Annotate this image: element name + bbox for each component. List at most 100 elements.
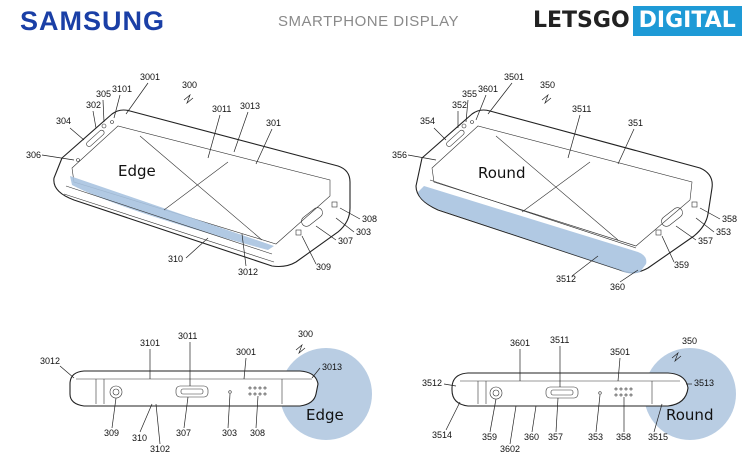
round-speaker-holes xyxy=(614,387,633,397)
edge-phone-figure: Edge 300 3001 3101 305 302 304 306 3011 … xyxy=(26,72,377,277)
round-microphone xyxy=(598,391,602,395)
ref-305: 305 xyxy=(96,89,111,99)
ref-3515-side: 3515 xyxy=(648,432,668,442)
ref-310-side: 310 xyxy=(132,433,147,443)
logo-part-digital: DIGITAL xyxy=(632,6,742,36)
home-button xyxy=(301,207,323,227)
ref-3011-side: 3011 xyxy=(178,331,197,341)
ref-3601-side: 3601 xyxy=(510,338,530,348)
letsgodigital-logo: LETSGO DIGITAL xyxy=(533,6,742,36)
round-highlight-strip xyxy=(418,186,647,274)
ref-353-side: 353 xyxy=(588,432,603,442)
ref-308: 308 xyxy=(362,214,377,224)
round-reflection-line xyxy=(495,135,619,241)
ref-3501: 3501 xyxy=(504,72,524,82)
ref-310: 310 xyxy=(168,254,183,264)
ref-357-side: 357 xyxy=(548,432,563,442)
edge-side-frame-lines xyxy=(95,379,105,404)
ref-304: 304 xyxy=(56,116,71,126)
sensor-2 xyxy=(76,158,80,162)
fig-number-round: 350 xyxy=(540,80,555,90)
ref-3012: 3012 xyxy=(238,267,258,277)
ref-303-side: 303 xyxy=(222,428,237,438)
round-side-frame-lines xyxy=(477,381,487,404)
round-side-body xyxy=(451,372,689,407)
ref-356: 356 xyxy=(392,150,407,160)
ref-308-side: 308 xyxy=(250,428,265,438)
ref-353: 353 xyxy=(716,227,731,237)
reflection-line xyxy=(139,135,263,241)
ref-307-side: 307 xyxy=(176,428,191,438)
logo-part-letsgo: LETSGO xyxy=(533,8,630,33)
fig-arrow xyxy=(183,93,194,105)
edge-curve-line-lower xyxy=(63,193,275,263)
fig-arrow-round-side xyxy=(671,351,682,363)
page-subtitle: SMARTPHONE DISPLAY xyxy=(278,13,459,30)
ref-3013: 3013 xyxy=(240,101,260,111)
round-recent-key xyxy=(691,201,698,208)
ref-3013-side: 3013 xyxy=(322,362,342,372)
round-phone-screen xyxy=(431,125,693,247)
ref-3601: 3601 xyxy=(478,84,498,94)
round-phone-body xyxy=(415,109,713,274)
ref-3101-side: 3101 xyxy=(140,338,160,348)
fig-number-edge: 300 xyxy=(182,80,197,90)
ref-301: 301 xyxy=(266,118,281,128)
ref-352: 352 xyxy=(452,100,467,110)
round-screen-label: Round xyxy=(478,164,525,182)
back-key xyxy=(295,229,302,236)
ref-3501-side: 3501 xyxy=(610,347,630,357)
samsung-logo: SAMSUNG xyxy=(20,6,166,36)
recent-key xyxy=(331,201,338,208)
ref-3101: 3101 xyxy=(112,84,132,94)
round-sensor xyxy=(470,120,474,124)
ref-3511: 3511 xyxy=(572,104,591,114)
fig-arrow-round xyxy=(541,93,552,105)
ref-3511-side: 3511 xyxy=(550,335,569,345)
edge-curve-line xyxy=(65,185,273,255)
ref-3512: 3512 xyxy=(556,274,576,284)
ref-3011: 3011 xyxy=(212,104,231,114)
microphone xyxy=(228,390,232,394)
round-curve-line xyxy=(429,179,637,249)
edge-screen-label: Edge xyxy=(118,162,156,180)
ref-360: 360 xyxy=(610,282,625,292)
fig-number-edge-side: 300 xyxy=(298,329,313,339)
ref-307: 307 xyxy=(338,236,353,246)
ref-3001: 3001 xyxy=(140,72,160,82)
edge-side-figure: Edge 300 3012 3101 3011 3001 3013 309 31… xyxy=(40,329,372,454)
front-camera xyxy=(101,123,107,129)
ref-357: 357 xyxy=(698,236,713,246)
sensor xyxy=(110,120,114,124)
ref-3012-side: 3012 xyxy=(40,356,60,366)
ref-3514-side: 3514 xyxy=(432,430,452,440)
usb-port xyxy=(175,385,209,398)
reflection-line-2 xyxy=(163,161,229,211)
header: SAMSUNG SMARTPHONE DISPLAY LETSGO DIGITA… xyxy=(0,0,750,44)
ref-355: 355 xyxy=(462,89,477,99)
edge-circle-label: Edge xyxy=(306,406,344,424)
ref-303: 303 xyxy=(356,227,371,237)
ref-3513-side: 3513 xyxy=(694,378,714,388)
ref-358-side: 358 xyxy=(616,432,631,442)
fig-arrow-edge-side xyxy=(295,343,306,355)
ref-3602-side: 3602 xyxy=(500,444,520,454)
ref-302: 302 xyxy=(86,100,101,110)
ref-359-side: 359 xyxy=(482,432,497,442)
round-back-key xyxy=(655,229,662,236)
ref-3512-side: 3512 xyxy=(422,378,442,388)
round-speaker-grille xyxy=(446,129,465,147)
speaker-holes xyxy=(248,386,267,396)
round-phone-figure: Round 350 3501 3601 355 352 354 356 3511… xyxy=(392,72,737,292)
ref-360-side: 360 xyxy=(524,432,539,442)
ref-309-side: 309 xyxy=(104,428,119,438)
round-circle-label: Round xyxy=(666,406,713,424)
round-front-camera xyxy=(461,123,467,129)
edge-side-body xyxy=(69,370,319,407)
fig-number-round-side: 350 xyxy=(682,336,697,346)
ref-3102-side: 3102 xyxy=(150,444,170,454)
round-reflection-line-2 xyxy=(521,161,591,213)
round-zoom-circle xyxy=(644,348,736,440)
round-home-button xyxy=(661,207,683,227)
ref-3001-side: 3001 xyxy=(236,347,256,357)
